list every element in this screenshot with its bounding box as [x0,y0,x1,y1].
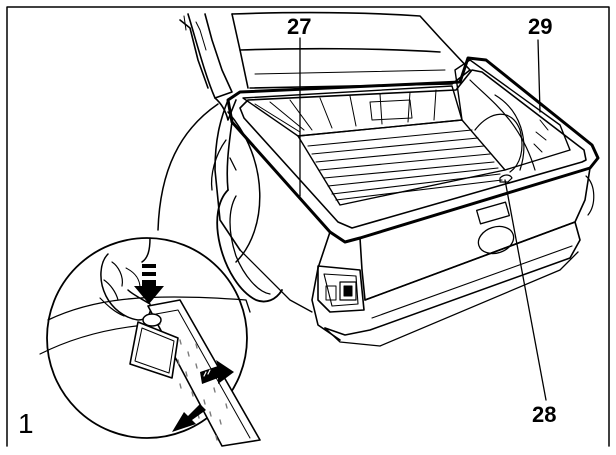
callout-28: 28 [532,402,557,427]
leader-28 [504,179,547,401]
truck-cab [179,11,471,121]
bed-floor [297,119,506,206]
drain-arrow-icon-2 [172,404,206,432]
frame-border [6,6,610,447]
bed-side-wall-right [454,59,571,173]
rear-wheel [210,139,283,303]
bed-rail-cap [226,56,600,244]
leader-29 [537,39,541,113]
figure-number: 1 [18,408,34,439]
drain-arrow-icon [200,360,234,384]
press-arrow-icon [134,264,164,304]
water-drops [177,339,228,441]
bed-outer-panel [214,99,341,341]
detail-connector [157,103,219,231]
callout-27: 27 [287,14,312,39]
bed-front-wall [242,85,463,137]
tail-light [317,265,365,313]
callout-29: 29 [528,14,553,39]
detail-inset-content [39,237,261,447]
tailgate [324,167,595,347]
hand [100,237,152,321]
